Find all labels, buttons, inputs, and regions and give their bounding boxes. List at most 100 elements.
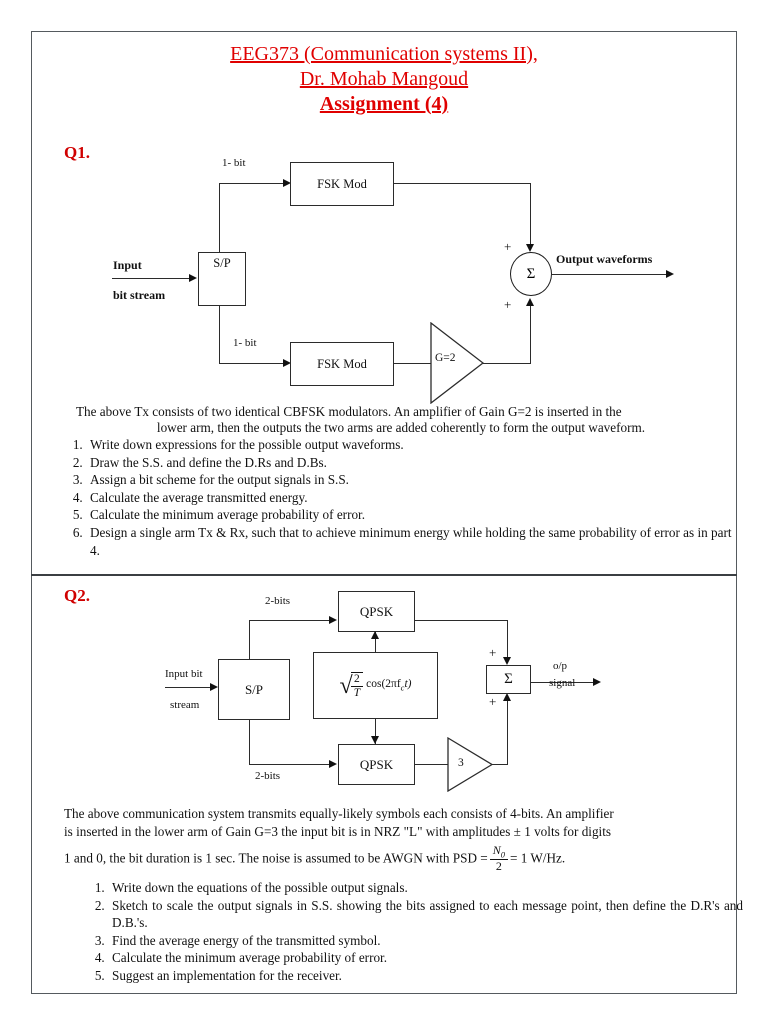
q1-summing-junction: Σ	[510, 252, 552, 296]
q2-carrier-cos-head: cos(2πf	[366, 678, 401, 691]
q2-qpsk-bottom: QPSK	[338, 744, 415, 785]
q1-bottom-branch-horizontal	[219, 363, 287, 364]
header-instructor-line: Dr. Mohab Mangoud	[299, 68, 469, 90]
q2-task-item: Write down the equations of the possible…	[108, 879, 743, 897]
q1-task-item: Design a single arm Tx & Rx, such that t…	[86, 524, 741, 559]
q2-carrier-fraction: 2 T	[350, 671, 364, 699]
q2-top-branch-vertical	[249, 620, 250, 659]
q2-task-item: Find the average energy of the transmitt…	[108, 932, 743, 950]
header-course-line: EEG373 (Communication systems II),	[230, 43, 538, 65]
q1-task-item: Write down expressions for the possible …	[86, 436, 741, 454]
q1-task-item: Calculate the average transmitted energy…	[86, 489, 741, 507]
q2-carrier-down-arrowhead	[371, 736, 379, 744]
q1-fsk-mod-top: FSK Mod	[290, 162, 394, 206]
q1-intro-line-2: lower arm, then the outputs the two arms…	[156, 420, 646, 435]
q2-bottom-summer-arrowhead	[503, 693, 511, 701]
q2-intro-line-1: The above communication system transmits…	[64, 806, 614, 821]
q1-amplifier-gain-label: G=2	[435, 352, 456, 364]
q2-noise-psd-numerator: N0	[489, 843, 508, 861]
q2-input-label-line1: Input bit	[165, 668, 203, 680]
document-header: EEG373 (Communication systems II), Dr. M…	[31, 42, 737, 117]
q2-intro-line-3: 1 and 0, the bit duration is 1 sec. The …	[64, 843, 724, 874]
q2-bottom-branch-arrowhead	[329, 759, 337, 768]
q2-carrier-up-line	[375, 632, 376, 652]
q1-bottom-branch-label: 1- bit	[233, 337, 257, 349]
q2-amplifier-gain-label: 3	[458, 757, 464, 769]
q1-bottom-output-vertical	[530, 305, 531, 363]
q2-intro-line-3-tail: = 1 W/Hz.	[509, 850, 566, 866]
q2-task-item: Calculate the minimum average probabilit…	[108, 949, 743, 967]
sqrt-icon: √	[339, 672, 353, 699]
q2-output-label-line1: o/p	[553, 660, 568, 672]
q1-task-item: Calculate the minimum average probabilit…	[86, 506, 741, 524]
q2-task-item: Sketch to scale the output signals in S.…	[108, 897, 743, 932]
q2-carrier-cosine: cos(2πfct)	[366, 678, 411, 692]
q2-bottom-branch-horizontal	[249, 764, 332, 765]
q1-input-line	[112, 278, 190, 279]
q1-bottom-branch-arrowhead	[283, 358, 291, 367]
q2-qpsk-top: QPSK	[338, 591, 415, 632]
q2-bottom-branch-label: 2-bits	[255, 770, 281, 782]
q2-amp-input-line	[415, 764, 448, 765]
q2-output-arrowhead	[593, 677, 601, 686]
q1-top-output-vertical	[530, 183, 531, 245]
q1-output-line	[551, 274, 668, 275]
q2-top-output-vertical	[507, 620, 508, 658]
question-1-label: Q1.	[64, 143, 90, 162]
q2-carrier-cos-tail: t)	[404, 678, 412, 691]
q1-top-branch-horizontal	[219, 183, 287, 184]
q2-output-line	[531, 682, 595, 683]
q2-bottom-branch-vertical	[249, 720, 250, 765]
q2-task-item: Suggest an implementation for the receiv…	[108, 967, 743, 985]
q1-output-arrowhead	[666, 269, 674, 278]
q1-fsk-mod-bottom: FSK Mod	[290, 342, 394, 386]
q2-task-list: Write down the equations of the possible…	[86, 879, 743, 985]
q2-carrier-fraction-denominator: T	[353, 686, 361, 699]
q2-noise-psd-num-symbol: N	[492, 843, 501, 857]
q2-input-line	[165, 687, 212, 688]
header-assignment-line: Assignment (4)	[319, 93, 449, 115]
q1-plus-sign-bottom: +	[504, 297, 512, 312]
q2-intro-line-2: is inserted in the lower arm of Gain G=3…	[64, 824, 612, 839]
q1-bottom-branch-vertical	[219, 306, 220, 364]
q2-output-label-line2: signal	[549, 677, 576, 689]
q2-carrier-down-line	[375, 719, 376, 744]
q1-top-branch-label: 1- bit	[222, 157, 246, 169]
q2-carrier-cos-subscript: c	[400, 682, 405, 693]
q1-task-item: Draw the S.S. and define the D.Rs and D.…	[86, 454, 741, 472]
q2-top-summer-arrowhead	[503, 657, 511, 665]
q2-plus-sign-bottom: +	[489, 694, 497, 709]
q1-bottom-summer-arrowhead	[526, 298, 534, 306]
q2-top-branch-label: 2-bits	[265, 595, 291, 607]
q2-intro-line-3-head: 1 and 0, the bit duration is 1 sec. The …	[64, 850, 488, 866]
q2-amp-output-horizontal	[491, 764, 508, 765]
q1-top-output-horizontal	[394, 183, 531, 184]
q1-amplifier: G=2	[430, 322, 484, 404]
q2-plus-sign-top: +	[489, 645, 497, 660]
q1-top-branch-vertical	[219, 183, 220, 252]
q2-carrier-fraction-numerator: 2	[350, 673, 364, 687]
q1-input-label-line2: bit stream	[113, 288, 166, 302]
q2-carrier-up-arrowhead	[371, 631, 379, 639]
q1-input-arrowhead	[189, 273, 197, 282]
q1-task-item: Assign a bit scheme for the output signa…	[86, 471, 741, 489]
section-divider	[31, 574, 737, 576]
q2-top-output-horizontal	[415, 620, 508, 621]
q1-serial-to-parallel-block: S/P	[198, 252, 246, 306]
q2-serial-to-parallel-block: S/P	[218, 659, 290, 720]
q1-top-branch-arrowhead	[283, 178, 291, 187]
q1-output-label: Output waveforms	[556, 252, 653, 266]
q1-plus-sign-top: +	[504, 239, 512, 254]
q2-noise-psd-num-subscript: 0	[500, 849, 505, 860]
q2-amplifier: 3	[447, 737, 493, 792]
q2-carrier-oscillator-block: √ 2 T cos(2πfct)	[313, 652, 438, 719]
q2-input-label-line2: stream	[170, 699, 200, 711]
q1-input-label-line1: Input	[113, 258, 142, 272]
q2-bottom-output-vertical	[507, 700, 508, 764]
q2-noise-psd-denominator: 2	[495, 859, 502, 874]
q1-amp-output-horizontal	[483, 363, 531, 364]
q2-carrier-expression: √ 2 T cos(2πfct)	[339, 671, 411, 699]
q2-top-branch-arrowhead	[329, 615, 337, 624]
q2-summing-junction: Σ	[486, 665, 531, 694]
